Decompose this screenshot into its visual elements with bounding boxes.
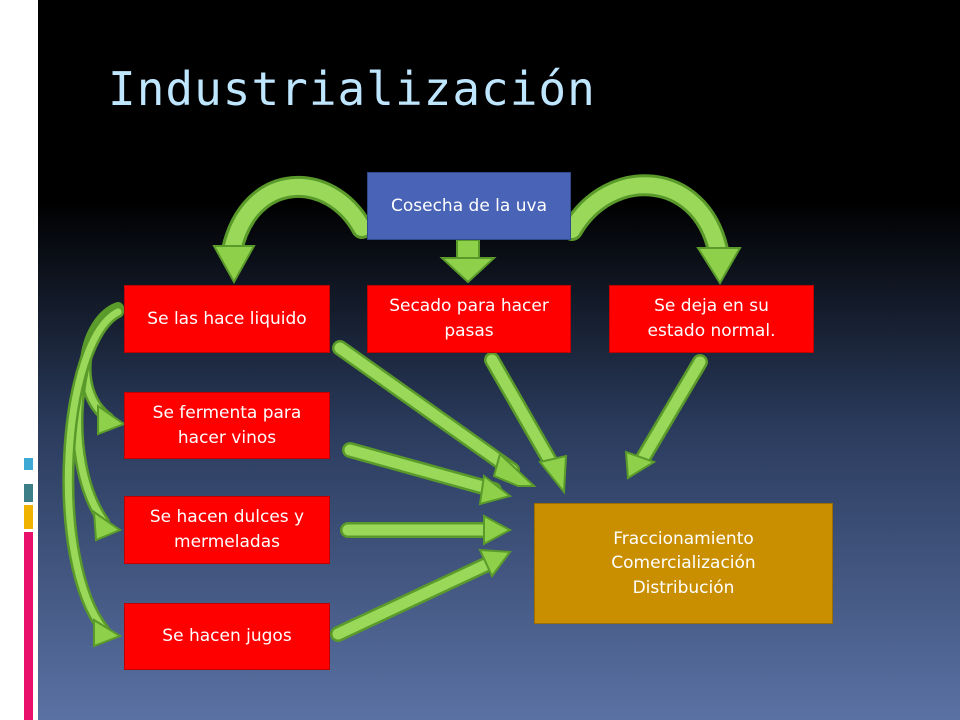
node-ferment-label: Se fermenta para hacer vinos bbox=[152, 402, 302, 448]
node-final-line-2: Comercialización bbox=[611, 553, 756, 574]
node-liquid-label: Se las hace liquido bbox=[147, 308, 307, 329]
node-ferment: Se fermenta para hacer vinos bbox=[124, 392, 330, 459]
arrow-ferment-to-final bbox=[342, 442, 513, 506]
curved-arrow-harvest-to-normal bbox=[561, 174, 742, 285]
node-sweets: Se hacen dulces y mermeladas bbox=[124, 496, 330, 564]
accent-bar-yellow bbox=[24, 505, 33, 529]
node-harvest: Cosecha de la uva bbox=[367, 172, 571, 240]
node-final: Fraccionamiento Comercialización Distrib… bbox=[534, 503, 833, 624]
curved-arrow-harvest-to-liquid bbox=[212, 176, 373, 285]
node-normal: Se deja en su estado normal. bbox=[609, 285, 814, 353]
accent-bar-teal bbox=[24, 484, 33, 502]
node-dried-label: Secado para hacer pasas bbox=[389, 296, 549, 341]
arrow-liquid-to-final bbox=[332, 340, 537, 487]
accent-bar-pink bbox=[24, 532, 33, 720]
node-normal-label: Se deja en su estado normal. bbox=[647, 296, 776, 341]
arrow-harvest-to-dried bbox=[439, 239, 497, 284]
node-dried: Secado para hacer pasas bbox=[367, 285, 571, 353]
node-juice: Se hacen jugos bbox=[124, 603, 330, 670]
accent-bar-cyan bbox=[24, 458, 33, 470]
arrow-normal-to-final bbox=[624, 354, 708, 480]
arrow-juice-to-final bbox=[330, 548, 512, 642]
arrow-dried-to-final bbox=[484, 352, 568, 495]
left-decor-strip bbox=[0, 0, 38, 720]
slide-title: Industrialización bbox=[108, 62, 596, 116]
arrow-sweets-to-final bbox=[340, 514, 513, 546]
node-harvest-label: Cosecha de la uva bbox=[391, 195, 547, 216]
node-final-line-1: Fraccionamiento bbox=[613, 528, 754, 549]
node-final-line-3: Distribución bbox=[632, 577, 735, 598]
node-sweets-label: Se hacen dulces y mermeladas bbox=[149, 507, 305, 552]
curved-arrow-liquid-to-juice bbox=[62, 306, 124, 648]
node-juice-label: Se hacen jugos bbox=[162, 626, 292, 647]
node-liquid: Se las hace liquido bbox=[124, 285, 330, 353]
